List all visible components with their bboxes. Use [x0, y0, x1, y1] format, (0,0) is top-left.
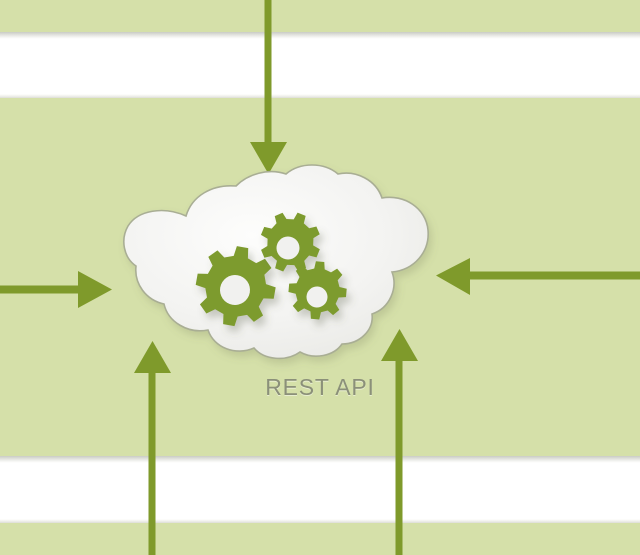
gear-small-icon	[288, 261, 347, 320]
arrow-left-inbound	[0, 271, 112, 308]
arrow-right-inbound	[436, 258, 640, 295]
gear-top-icon	[260, 212, 320, 272]
gear-group	[195, 212, 347, 327]
cloud-shape	[123, 164, 429, 360]
background-band-bottom	[0, 456, 640, 523]
cloud-label-rest-api: REST API	[265, 374, 375, 400]
background-band-top	[0, 32, 640, 98]
gear-large-icon	[195, 246, 276, 327]
